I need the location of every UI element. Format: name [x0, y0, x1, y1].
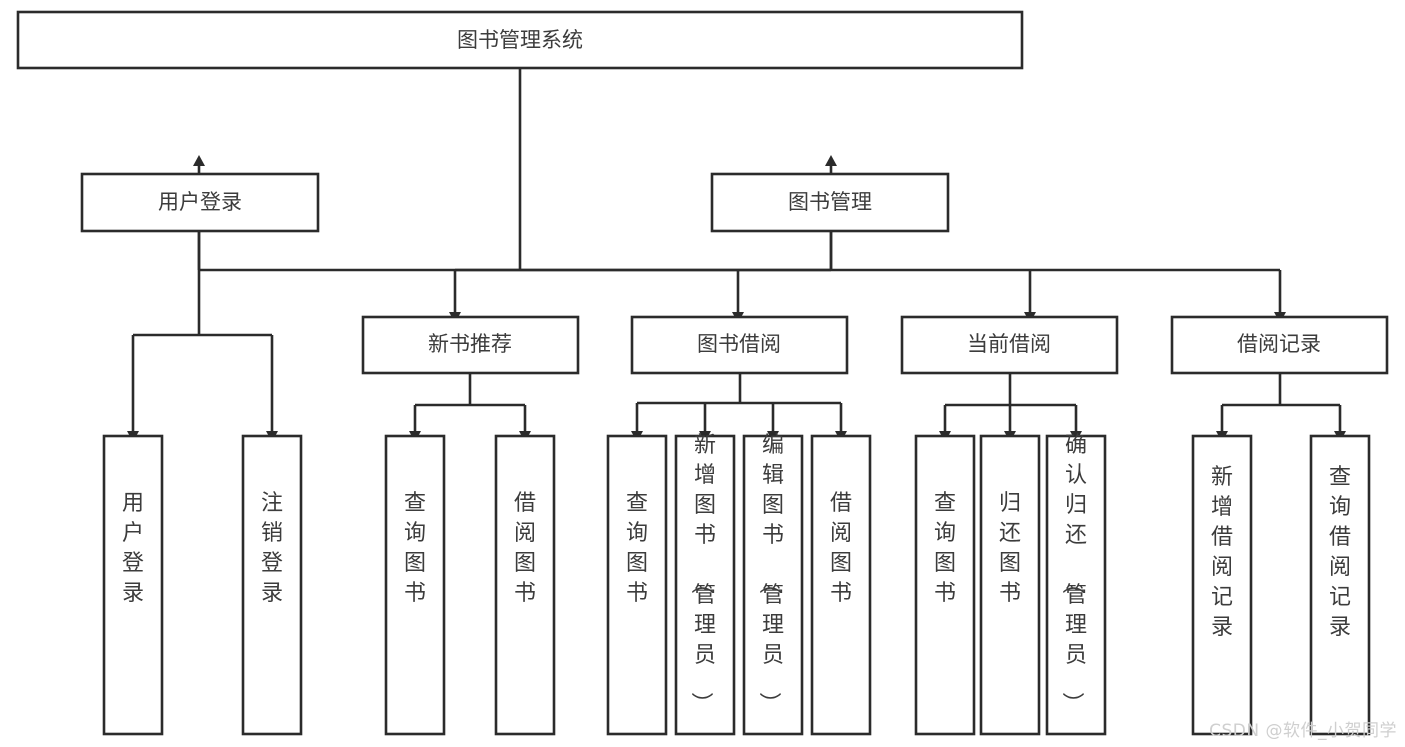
node-user-login-label: 用户登录 [158, 190, 242, 214]
leaf-book-borrow-2[interactable]: 新增图书（管理员） [674, 433, 736, 736]
leaf-new-book-1[interactable]: 查询图书 [384, 434, 446, 736]
leaf-user-login-2[interactable]: 注销登录 [241, 434, 303, 736]
leaf-book-borrow-2-label: 新增图书（管理员） [688, 433, 716, 714]
node-new-book-recommend[interactable]: 新书推荐 [361, 315, 580, 375]
leaf-borrow-record-2-label: 查询借阅记录 [1329, 465, 1351, 640]
node-user-login-box[interactable] [80, 172, 320, 233]
leaf-new-book-1-box[interactable] [384, 434, 446, 736]
node-root-label: 图书管理系统 [457, 28, 583, 52]
leaf-borrow-record-2[interactable]: 查询借阅记录 [1309, 434, 1371, 736]
node-new-book-recommend-label: 新书推荐 [428, 332, 512, 356]
connector-new-book-leaves [409, 373, 531, 442]
csdn-watermark: CSDN @软件_小贺同学 [1209, 721, 1397, 741]
leaf-current-borrow-2-label: 归还图书 [999, 491, 1021, 606]
node-book-borrow-label: 图书借阅 [697, 332, 781, 356]
node-user-login[interactable]: 用户登录 [80, 172, 320, 233]
connector-book-borrow-leaves [631, 373, 847, 442]
leaf-book-borrow-4-label: 借阅图书 [830, 491, 852, 606]
node-new-book-recommend-box[interactable] [361, 315, 580, 375]
leaf-current-borrow-1[interactable]: 查询图书 [914, 434, 976, 736]
connector-layer [193, 68, 837, 272]
node-current-borrow[interactable]: 当前借阅 [900, 315, 1119, 375]
node-current-borrow-label: 当前借阅 [967, 332, 1051, 356]
leaf-user-login-1-label: 用户登录 [122, 491, 144, 606]
leaf-current-borrow-3-box[interactable] [1045, 434, 1107, 736]
connector-current-borrow-leaves [939, 373, 1082, 442]
node-root[interactable]: 图书管理系统 [16, 10, 1024, 70]
leaf-book-borrow-1-label: 查询图书 [626, 491, 648, 606]
connector-book-mgmt-subtree [449, 231, 1286, 323]
leaf-current-borrow-1-label: 查询图书 [934, 491, 956, 606]
leaf-user-login-2-box[interactable] [241, 434, 303, 736]
leaf-current-borrow-2-box[interactable] [979, 434, 1041, 736]
leaf-new-book-2[interactable]: 借阅图书 [494, 434, 556, 736]
leaf-user-login-1-box[interactable] [102, 434, 164, 736]
leaf-book-borrow-3-box[interactable] [742, 434, 804, 736]
leaf-user-login-2-label: 注销登录 [261, 491, 283, 606]
node-root-box[interactable] [16, 10, 1024, 70]
leaf-user-login-1[interactable]: 用户登录 [102, 434, 164, 736]
node-book-borrow-box[interactable] [630, 315, 849, 375]
node-borrow-record-label: 借阅记录 [1237, 332, 1321, 356]
leaf-new-book-1-label: 查询图书 [404, 491, 426, 606]
leaf-borrow-record-1-box[interactable] [1191, 434, 1253, 736]
node-borrow-record[interactable]: 借阅记录 [1170, 315, 1389, 375]
leaf-current-borrow-2[interactable]: 归还图书 [979, 434, 1041, 736]
leaf-borrow-record-1[interactable]: 新增借阅记录 [1191, 434, 1253, 736]
leaf-current-borrow-3[interactable]: 确认归还（管理员） [1045, 433, 1107, 736]
leaf-book-borrow-4[interactable]: 借阅图书 [810, 434, 872, 736]
leaf-borrow-record-2-box[interactable] [1309, 434, 1371, 736]
leaf-borrow-record-1-label: 新增借阅记录 [1211, 465, 1233, 640]
leaf-book-borrow-3-label: 编辑图书（管理员） [756, 433, 784, 714]
leaf-current-borrow-1-box[interactable] [914, 434, 976, 736]
node-book-borrow[interactable]: 图书借阅 [630, 315, 849, 375]
leaf-book-borrow-4-box[interactable] [810, 434, 872, 736]
leaf-book-borrow-1[interactable]: 查询图书 [606, 434, 668, 736]
leaf-current-borrow-3-label: 确认归还（管理员） [1059, 433, 1087, 714]
node-book-management-label: 图书管理 [788, 190, 872, 214]
connector-user-login-subtree [127, 231, 278, 442]
connector-borrow-record-leaves [1216, 373, 1346, 442]
node-book-management-box[interactable] [710, 172, 950, 233]
node-borrow-record-box[interactable] [1170, 315, 1389, 375]
node-current-borrow-box[interactable] [900, 315, 1119, 375]
leaf-book-borrow-3[interactable]: 编辑图书（管理员） [742, 433, 804, 736]
leaf-new-book-2-box[interactable] [494, 434, 556, 736]
leaf-book-borrow-1-box[interactable] [606, 434, 668, 736]
leaf-book-borrow-2-box[interactable] [674, 434, 736, 736]
node-book-management[interactable]: 图书管理 [710, 172, 950, 233]
leaf-new-book-2-label: 借阅图书 [514, 491, 536, 606]
